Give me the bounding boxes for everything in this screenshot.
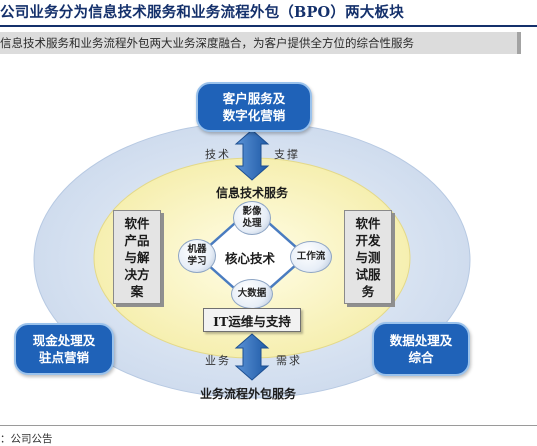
it-services-label: 信息技术服务 bbox=[216, 186, 289, 200]
bubble-image-processing: 影像 处理 bbox=[233, 201, 271, 235]
top-double-arrow bbox=[234, 129, 270, 181]
customer-service-box: 客户服务及 数字化营销 bbox=[196, 82, 312, 132]
bottom-double-arrow bbox=[234, 333, 270, 381]
top-arrow-right-label: 支撑 bbox=[274, 148, 300, 161]
bubble-machine-learning: 机器 学习 bbox=[178, 239, 216, 273]
it-ops-box: IT运维与支持 bbox=[203, 308, 301, 332]
data-processing-box: 数据处理及 综合 bbox=[372, 322, 470, 376]
subtitle-banner: 信息技术服务和业务流程外包两大业务深度融合，为客户提供全方位的综合性服务 bbox=[0, 32, 521, 54]
bubble-big-data: 大数据 bbox=[231, 279, 273, 309]
core-tech-label: 核心技术 bbox=[225, 251, 276, 266]
bpo-services-label: 业务流程外包服务 bbox=[200, 387, 297, 401]
software-dev-box: 软件 开发 与测 试服 务 bbox=[344, 210, 392, 304]
cash-processing-box: 现金处理及 驻点营销 bbox=[14, 323, 114, 375]
bubble-workflow: 工作流 bbox=[290, 241, 332, 273]
title-divider bbox=[0, 25, 537, 27]
top-arrow-left-label: 技术 bbox=[205, 148, 231, 161]
page-title: 公司业务分为信息技术服务和业务流程外包（BPO）两大板块 bbox=[0, 4, 404, 21]
bottom-arrow-left-label: 业务 bbox=[205, 354, 231, 367]
source-note: ：公司公告 bbox=[0, 433, 53, 445]
footer-divider bbox=[0, 425, 537, 426]
bottom-arrow-right-label: 需求 bbox=[276, 354, 302, 367]
software-products-box: 软件 产品 与解 决方 案 bbox=[113, 210, 161, 304]
